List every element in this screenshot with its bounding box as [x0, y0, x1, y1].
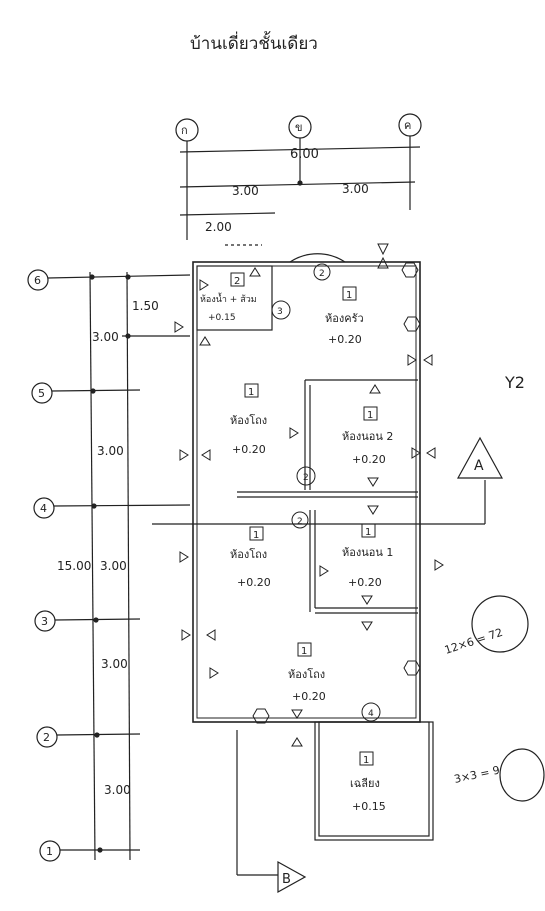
room-num-bed1: 1	[365, 527, 371, 538]
note-y2: Y2	[504, 373, 525, 392]
room-name-bed1: ห้องนอน 1	[342, 546, 393, 559]
dim-left-seg1: 1.50	[132, 299, 159, 313]
room-level-bath: +0.15	[208, 313, 236, 323]
dim-half-right: 3.00	[342, 182, 369, 196]
dim-total-top: 6.00	[290, 147, 319, 162]
door-tag-4: 4	[368, 709, 374, 719]
room-level-porch: +0.15	[352, 800, 386, 813]
grid-label-y6: 6	[34, 274, 41, 287]
grid-label-y3: 3	[41, 615, 48, 628]
room-num-bath: 2	[234, 276, 240, 287]
room-name-hall3: ห้องโถง	[288, 667, 325, 681]
room-name-bath: ห้องน้ำ + ส้วม	[200, 292, 257, 305]
grid-label-x3: ค	[404, 119, 411, 132]
dim-sub: 2.00	[205, 220, 232, 234]
dim-left-seg4: 3.00	[100, 559, 127, 573]
dim-total-left: 15.00	[57, 559, 91, 573]
room-num-porch: 1	[363, 755, 369, 766]
grid-label-y4: 4	[40, 502, 47, 515]
dim-left-seg5: 3.00	[101, 657, 128, 671]
room-tag-bath: 3	[277, 307, 283, 317]
room-level-kitchen: +0.20	[328, 333, 362, 346]
note-area-1: 12×6 = 72	[443, 626, 504, 657]
room-num-bed2: 1	[367, 410, 373, 421]
section-label-b: B	[282, 872, 291, 887]
dim-left-seg2: 3.00	[92, 330, 119, 344]
room-name-bed2: ห้องนอน 2	[342, 430, 393, 443]
door-tag-1: 2	[319, 269, 325, 279]
dim-left-seg3: 3.00	[97, 444, 124, 458]
room-num-kitchen: 1	[346, 290, 352, 301]
note-area-2: 3×3 = 9	[453, 764, 501, 786]
drawing-title: บ้านเดี่ยวชั้นเดียว	[190, 34, 318, 54]
grid-label-y2: 2	[43, 731, 50, 744]
room-name-hall2: ห้องโถง	[230, 547, 267, 561]
room-level-bed1: +0.20	[348, 576, 382, 589]
door-tag-3: 2	[297, 517, 303, 527]
room-name-kitchen: ห้องครัว	[325, 312, 364, 325]
door-tag-2: 2	[303, 473, 309, 483]
room-level-hall3: +0.20	[292, 690, 326, 703]
room-num-hall3: 1	[301, 646, 307, 657]
room-num-hall1: 1	[248, 387, 254, 398]
grid-label-x1: ก	[181, 124, 188, 137]
room-num-hall2: 1	[253, 530, 259, 541]
dim-left-seg6: 3.00	[104, 783, 131, 797]
room-level-hall2: +0.20	[237, 576, 271, 589]
room-name-hall1: ห้องโถง	[230, 413, 267, 427]
room-level-bed2: +0.20	[352, 453, 386, 466]
section-label-a: A	[474, 458, 484, 474]
grid-label-y5: 5	[38, 387, 45, 400]
grid-label-x2: ข	[295, 121, 303, 134]
room-name-porch: เฉลียง	[350, 777, 380, 790]
room-level-hall1: +0.20	[232, 443, 266, 456]
dim-half-left: 3.00	[232, 184, 259, 198]
grid-label-y1: 1	[46, 845, 53, 858]
